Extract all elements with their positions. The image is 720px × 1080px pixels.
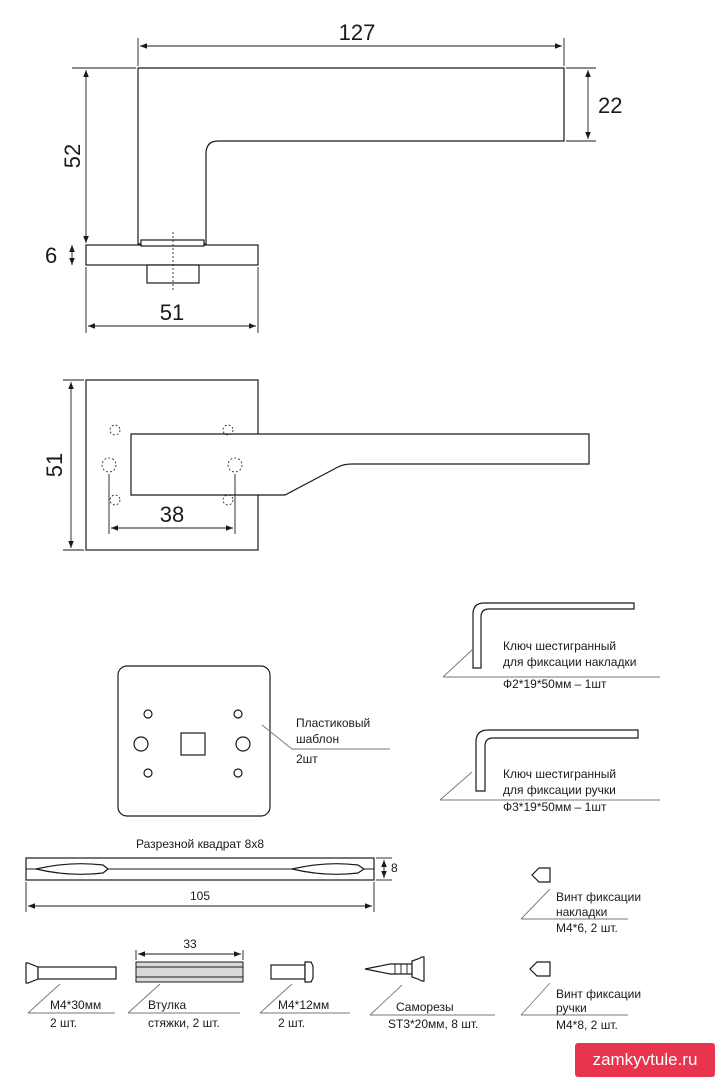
hex-key-cover: Ключ шестигранный для фиксации накладки … — [442, 602, 660, 691]
template-label-1: Пластиковый — [296, 716, 370, 730]
handle-front-view: 51 38 — [42, 379, 590, 551]
lever-outline — [137, 67, 565, 245]
bolt-m4x12-spec: М4*12мм — [278, 998, 329, 1012]
bolt-m4x12: М4*12мм 2 шт. — [259, 961, 350, 1030]
set-screw-cover-label-2: накладки — [556, 905, 607, 919]
tie-bushing: 33 Втулка стяжки, 2 шт. — [127, 937, 244, 1030]
dim-label-51-height: 51 — [42, 453, 67, 477]
wood-screws: Саморезы ST3*20мм, 8 шт. — [364, 956, 495, 1031]
wood-screws-name: Саморезы — [396, 1000, 454, 1014]
hex-key-handle-spec: Ф3*19*50мм – 1шт — [503, 800, 607, 814]
dim-label-6: 6 — [45, 243, 57, 268]
hex-key-handle-label-2: для фиксации ручки — [503, 783, 616, 797]
bolt-m4x12-qty: 2 шт. — [278, 1016, 305, 1030]
plastic-template: Пластиковый шаблон 2шт — [117, 665, 390, 817]
wood-screws-spec: ST3*20мм, 8 шт. — [388, 1017, 478, 1031]
dim-label-127: 127 — [339, 20, 376, 45]
template-qty: 2шт — [296, 752, 318, 766]
bushing-label-1: Втулка — [148, 998, 186, 1012]
handle-top-view: 127 22 52 6 51 — [45, 20, 622, 333]
dim-label-38: 38 — [160, 502, 184, 527]
set-screw-cover: Винт фиксации накладки М4*6, 2 шт. — [520, 867, 641, 935]
set-screw-handle-spec: М4*8, 2 шт. — [556, 1018, 618, 1032]
hex-key-handle: Ключ шестигранный для фиксации ручки Ф3*… — [439, 729, 660, 814]
bushing-label-2: стяжки, 2 шт. — [148, 1016, 220, 1030]
set-screw-cover-label-1: Винт фиксации — [556, 890, 641, 904]
dim-label-8: 8 — [391, 861, 398, 875]
spindle-title: Разрезной квадрат 8х8 — [136, 837, 264, 851]
bolt-m4x30-spec: М4*30мм — [50, 998, 101, 1012]
set-screw-handle-label-2: ручки — [556, 1001, 587, 1015]
rose-collar — [140, 239, 205, 247]
hex-key-cover-label-1: Ключ шестигранный — [503, 639, 616, 653]
bolt-m4x30-qty: 2 шт. — [50, 1016, 77, 1030]
rose-plate — [85, 244, 259, 266]
dim-label-51-width: 51 — [160, 300, 184, 325]
template-label-2: шаблон — [296, 732, 339, 746]
hex-key-handle-label-1: Ключ шестигранный — [503, 767, 616, 781]
dim-label-105: 105 — [190, 889, 210, 903]
lever-profile — [130, 433, 590, 496]
template-plate — [117, 665, 271, 817]
bolt-m4x30: М4*30мм 2 шт. — [25, 962, 117, 1030]
dim-label-22: 22 — [598, 93, 622, 118]
set-screw-cover-spec: М4*6, 2 шт. — [556, 921, 618, 935]
split-spindle: Разрезной квадрат 8х8 8 105 — [25, 837, 398, 912]
hex-key-cover-label-2: для фиксации накладки — [503, 655, 636, 669]
hex-key-cover-spec: Ф2*19*50мм – 1шт — [503, 677, 607, 691]
dim-label-52: 52 — [60, 144, 85, 168]
watermark-badge: zamkyvtule.ru — [575, 1043, 715, 1077]
dim-label-33: 33 — [183, 937, 197, 951]
set-screw-handle-label-1: Винт фиксации — [556, 987, 641, 1001]
set-screw-handle: Винт фиксации ручки М4*8, 2 шт. — [520, 961, 641, 1032]
